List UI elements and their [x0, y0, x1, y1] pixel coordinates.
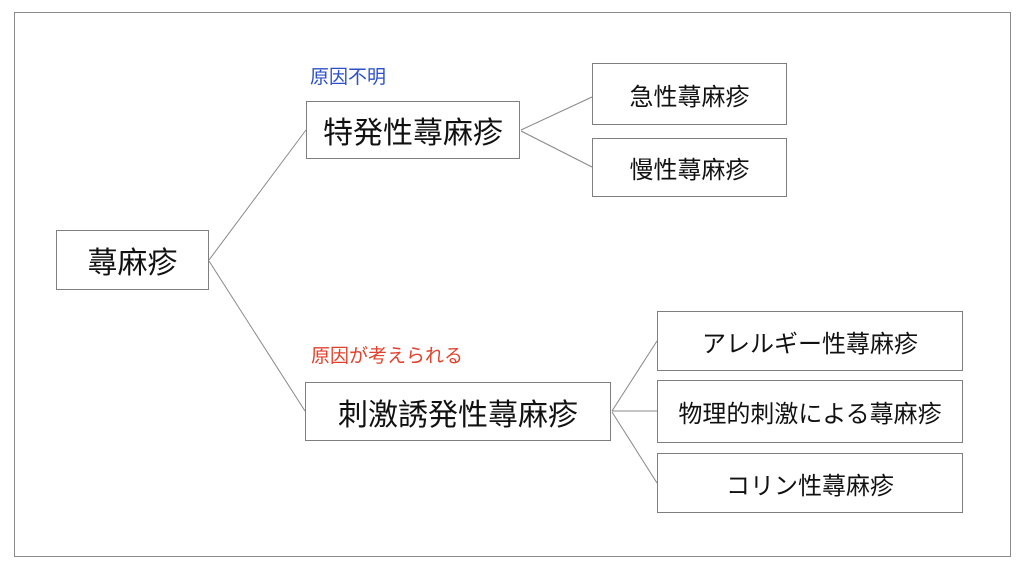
node-physical-stimulus-urticaria: 物理的刺激による蕁麻疹	[657, 380, 963, 443]
node-cholinergic-urticaria: コリン性蕁麻疹	[657, 453, 963, 513]
node-idiopathic-urticaria: 特発性蕁麻疹	[306, 101, 520, 159]
node-allergic-urticaria: アレルギー性蕁麻疹	[657, 311, 963, 371]
node-acute-urticaria: 急性蕁麻疹	[592, 63, 787, 125]
node-chronic-urticaria: 慢性蕁麻疹	[592, 138, 787, 197]
node-urticaria: 蕁麻疹	[56, 230, 209, 290]
page-border	[14, 12, 1011, 557]
node-stimulus-induced-urticaria: 刺激誘発性蕁麻疹	[305, 382, 611, 441]
annotation-cause-identifiable: 原因が考えられる	[311, 346, 464, 367]
annotation-cause-unknown: 原因不明	[310, 67, 387, 88]
